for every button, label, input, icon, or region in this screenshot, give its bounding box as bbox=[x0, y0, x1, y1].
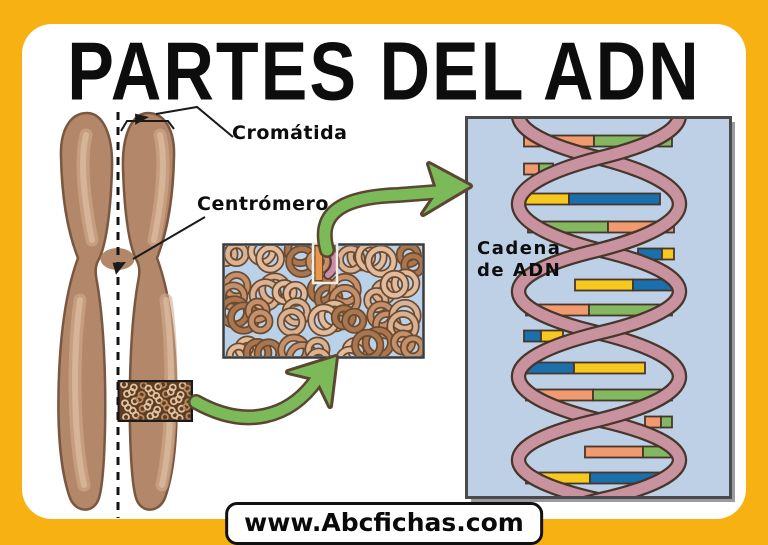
chromatin-zoom-panel bbox=[222, 242, 425, 359]
magnification-arrows bbox=[188, 161, 473, 426]
base-pair-rung bbox=[574, 278, 675, 292]
centromero-arrowhead bbox=[112, 262, 126, 275]
dna-double-helix bbox=[510, 119, 688, 496]
base-pair-rung bbox=[523, 192, 661, 206]
chromosome-illustration bbox=[57, 111, 193, 518]
label-centromero: Centrómero bbox=[197, 193, 329, 215]
cromatida-arrowhead bbox=[135, 113, 149, 125]
label-pointer-lines bbox=[112, 105, 234, 275]
cromatida-bracket bbox=[120, 120, 175, 132]
base-pair-rung bbox=[644, 415, 673, 429]
centromero-pointer-line bbox=[132, 216, 206, 260]
watermark-badge: www.Abcfichas.com bbox=[225, 502, 543, 545]
centromere-junction bbox=[100, 248, 135, 270]
dna-helix-panel bbox=[465, 116, 735, 502]
label-cadena-de-adn: Cadena de ADN bbox=[477, 238, 562, 281]
arrow-chromatin-to-dna bbox=[316, 161, 473, 258]
cromatida-pointer-line bbox=[155, 105, 234, 138]
page-title: PARTES DEL ADN bbox=[67, 25, 701, 118]
label-cromatida: Cromátida bbox=[232, 122, 348, 144]
base-pair-rung bbox=[584, 445, 673, 459]
arrow-chromosome-to-chromatin bbox=[188, 354, 339, 426]
base-pair-rung bbox=[523, 361, 646, 375]
chromatin-coils bbox=[225, 246, 422, 356]
